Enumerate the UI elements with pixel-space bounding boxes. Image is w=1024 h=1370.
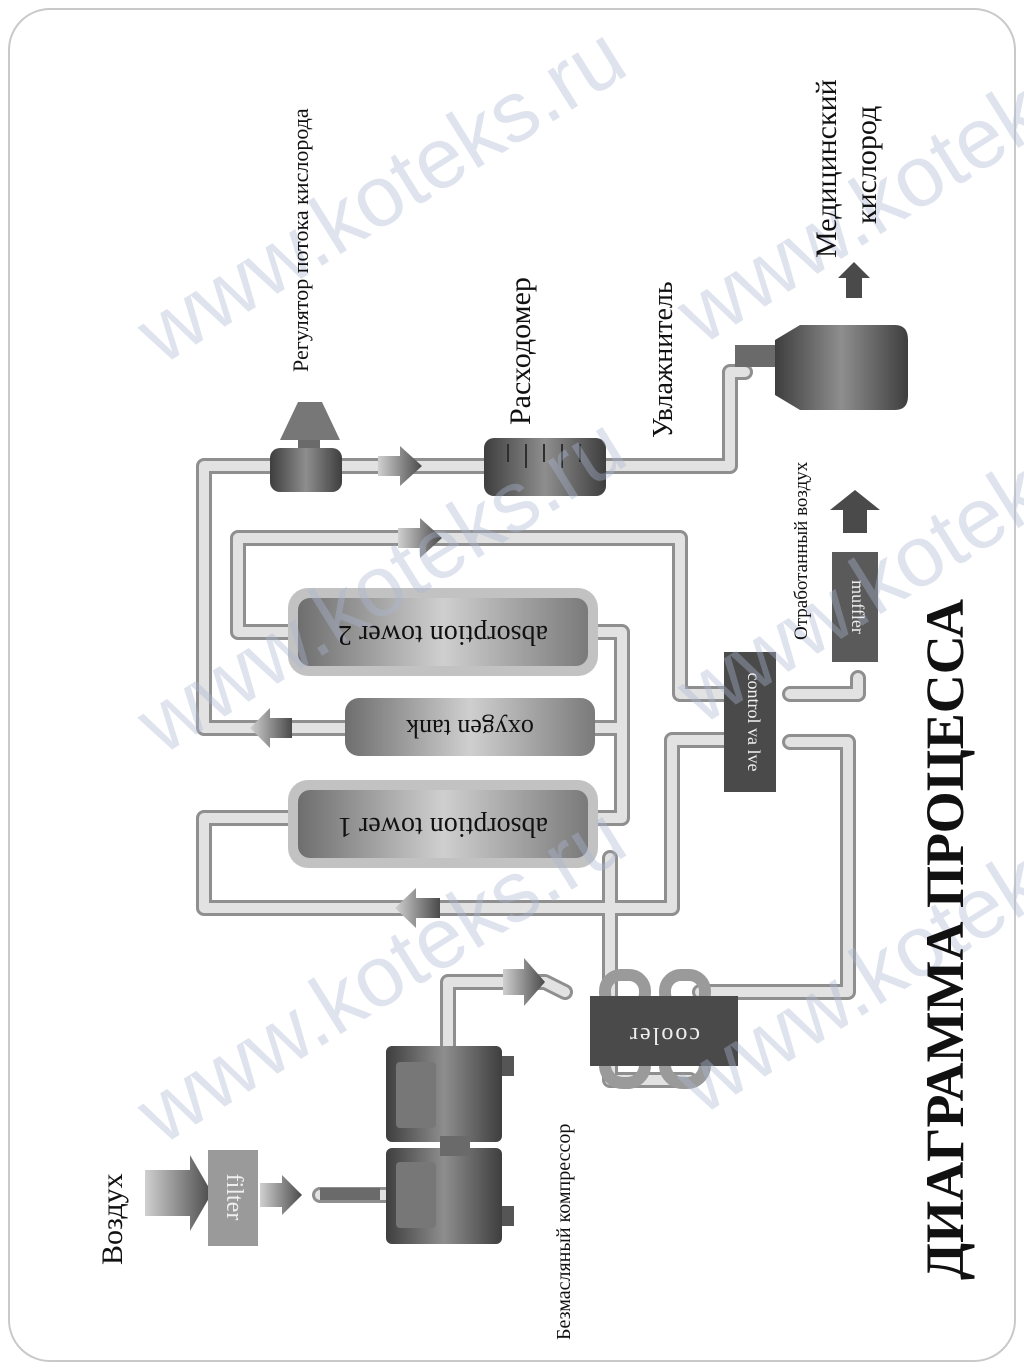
flow-regulator [270, 402, 342, 492]
filter [208, 1150, 258, 1246]
control-valve-label: control va lve [744, 672, 764, 772]
filter-out-arrow [260, 1175, 302, 1215]
cooler [590, 996, 738, 1066]
exhaust-arrow [830, 490, 880, 533]
medical-oxygen-label-1: Медицинский [810, 79, 843, 258]
loop-arrow-top [398, 518, 442, 558]
flowmeter-label: Расходомер [504, 277, 537, 425]
oxygen-tank [345, 698, 595, 756]
compressor [320, 1046, 514, 1244]
air-label: Воздух [96, 1173, 129, 1265]
cooler-label: cooler [628, 1022, 700, 1048]
flow-arrows [145, 446, 545, 1231]
muffler [832, 552, 878, 662]
exhaust-air-label: Отработанный воздух [791, 461, 812, 640]
filter-label: filter [221, 1173, 247, 1221]
compressor-label: Безмасляный компрессор [553, 1123, 575, 1340]
flowmeter [484, 438, 606, 496]
air-inlet-arrow [145, 1155, 212, 1231]
humidifier-label: Увлажнитель [648, 281, 679, 438]
diagram-frame [8, 8, 1016, 1362]
vent-arrows [830, 262, 880, 533]
control-valve [724, 652, 776, 792]
medical-oxygen-label-2: кислород [850, 105, 883, 224]
regulator-out-arrow [378, 446, 422, 486]
regulator-label: Регулятор потока кислорода [288, 108, 313, 372]
tank-out-arrow [250, 708, 292, 748]
humidifier [735, 325, 908, 410]
absorption-tower-1-label: absorption tower 1 [338, 811, 548, 842]
compressor-out-arrow [503, 958, 545, 1006]
diagram-title: ДИАГРАММА ПРОЦЕССА [915, 598, 975, 1280]
oxygen-out-arrow [838, 262, 870, 298]
loop-arrow-bottom [395, 888, 440, 928]
muffler-label: muffler [848, 580, 868, 634]
absorption-tower-2-label: absorption tower 2 [338, 619, 548, 650]
oxygen-tank-label: oxygen tank [406, 714, 534, 743]
